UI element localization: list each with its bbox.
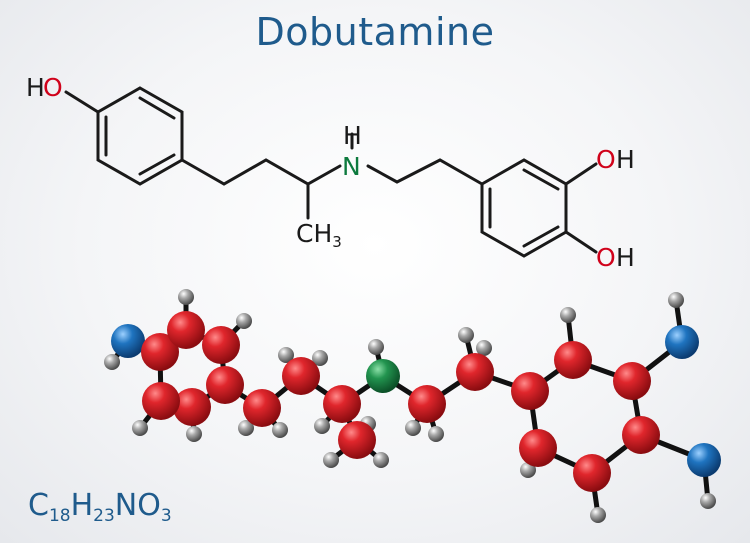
carbon-atom — [511, 372, 549, 410]
carbon-atom — [243, 389, 281, 427]
carbon-atom — [167, 311, 205, 349]
hydrogen-atom — [590, 507, 606, 523]
hydrogen-atom — [104, 354, 120, 370]
right-benzene-ring — [480, 158, 568, 258]
molecular-formula: C18H23NO3 — [28, 488, 172, 526]
left-ring-double-bond — [138, 153, 176, 176]
hydrogen-atom — [368, 339, 384, 355]
model-atoms — [104, 289, 721, 523]
hydrogen-atom — [132, 420, 148, 436]
hydrogen-atom — [236, 313, 252, 329]
formula-element: O — [137, 488, 161, 523]
carbon-atom — [554, 341, 592, 379]
hydrogen-atom — [458, 327, 474, 343]
label-hydroxyl-bottom-h: H — [616, 243, 635, 272]
hydroxyl-bond — [564, 162, 598, 186]
hydrogen-atom — [186, 426, 202, 442]
page-title: Dobutamine — [255, 10, 495, 54]
label-methyl: CH3 — [296, 219, 342, 251]
hydroxyl-bond — [64, 90, 100, 114]
hydrogen-atom — [405, 420, 421, 436]
carbon-atom — [408, 385, 446, 423]
hydrogen-atom — [560, 307, 576, 323]
label-hydroxyl-bottom-o: O — [596, 243, 616, 272]
formula-element: N — [114, 488, 138, 523]
hydrogen-atom — [373, 452, 389, 468]
carbon-atom — [282, 357, 320, 395]
label-hydroxyl-o: O — [43, 73, 63, 102]
label-hydroxyl-h: H — [26, 73, 45, 102]
hydrogen-atom — [428, 426, 444, 442]
carbon-atom — [323, 385, 361, 423]
oxygen-atom — [111, 324, 145, 358]
ethyl-chain — [366, 158, 484, 186]
hydrogen-atom — [272, 422, 288, 438]
structural-formula — [64, 86, 598, 258]
formula-count: 18 — [48, 506, 71, 526]
right-ring-double-bond — [522, 225, 560, 248]
nitrogen-atom — [366, 359, 400, 393]
label-hydroxyl-top-o: O — [596, 145, 616, 174]
hydrogen-atom — [278, 347, 294, 363]
formula-element: C — [28, 488, 49, 523]
carbon-atom — [202, 326, 240, 364]
formula-count: 23 — [93, 506, 115, 526]
carbon-atom — [141, 333, 179, 371]
oxygen-atom — [665, 325, 699, 359]
carbon-atom — [206, 366, 244, 404]
carbon-atom — [622, 416, 660, 454]
carbon-atom — [519, 429, 557, 467]
carbon-atom — [573, 454, 611, 492]
alkyl-chain — [180, 158, 342, 186]
label-amine-h: H — [343, 121, 362, 150]
hydroxyl-bond — [564, 230, 598, 254]
formula-count: 3 — [160, 506, 172, 526]
hydrogen-atom — [700, 493, 716, 509]
ball-and-stick-model — [104, 289, 721, 523]
carbon-atom — [338, 421, 376, 459]
carbon-atom — [613, 362, 651, 400]
label-amine-n: N — [342, 152, 361, 181]
left-ring-double-bond — [138, 96, 176, 120]
hydrogen-atom — [476, 340, 492, 356]
label-hydroxyl-top-h: H — [616, 145, 635, 174]
oxygen-atom — [687, 443, 721, 477]
hydrogen-atom — [312, 350, 328, 366]
atom-labels: H O H N CH3 O H O H — [26, 73, 635, 272]
formula-element: H — [70, 488, 94, 523]
hydrogen-atom — [323, 452, 339, 468]
carbon-atom — [173, 388, 211, 426]
carbon-atom — [456, 353, 494, 391]
right-ring-double-bond — [522, 168, 560, 191]
hydrogen-atom — [668, 292, 684, 308]
hydrogen-atom — [178, 289, 194, 305]
carbon-atom — [142, 382, 180, 420]
left-benzene-ring — [96, 86, 184, 186]
hydrogen-atom — [314, 418, 330, 434]
hydrogen-atom — [238, 420, 254, 436]
